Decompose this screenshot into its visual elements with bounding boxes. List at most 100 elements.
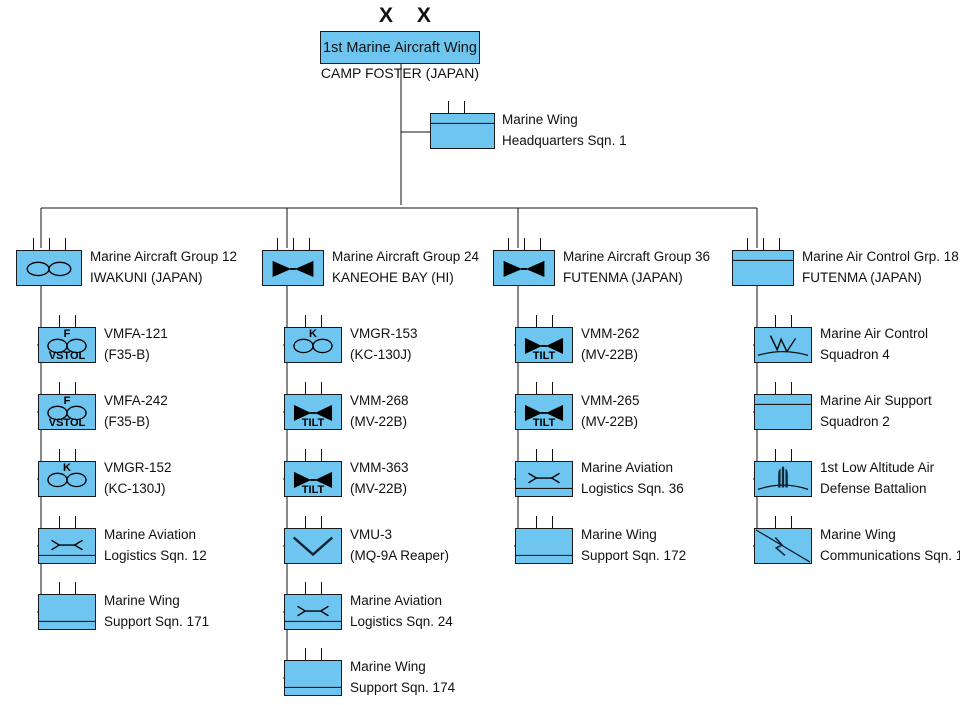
unit-label: VMM-262(MV-22B)	[581, 323, 640, 365]
unit-label-line1: VMM-363	[350, 460, 409, 475]
group-label-line2: KANEOHE BAY (HI)	[332, 270, 454, 285]
unit-label-line1: Marine Aviation	[104, 527, 197, 542]
rotary-tilt-icon	[293, 471, 333, 488]
group-symbol-macg18	[732, 250, 794, 286]
echelon-ticks	[754, 449, 812, 461]
aviation-logistics-icon	[516, 472, 572, 490]
unit-label-line1: Marine Wing	[820, 527, 896, 542]
group-label-line2: FUTENMA (JAPAN)	[563, 270, 683, 285]
group-label-line2: IWAKUNI (JAPAN)	[90, 270, 203, 285]
echelon-ticks	[38, 582, 96, 594]
echelon-ticks	[284, 516, 342, 528]
symbol-bottom-text: TILT	[301, 417, 325, 429]
echelon-ticks	[284, 648, 342, 660]
echelon-ticks	[38, 516, 96, 528]
unit-label: VMU-3(MQ-9A Reaper)	[350, 524, 449, 566]
unit-label: VMM-268(MV-22B)	[350, 390, 409, 432]
root-title: 1st Marine Aircraft Wing	[323, 39, 477, 56]
unit-label: VMGR-153(KC-130J)	[350, 323, 418, 365]
unit-label-line2: Logistics Sqn. 36	[581, 481, 684, 496]
group-label-line1: Marine Aircraft Group 12	[90, 249, 238, 264]
echelon-ticks	[38, 449, 96, 461]
wing-support-icon	[516, 554, 572, 557]
unit-label-line1: Marine Wing	[350, 659, 426, 674]
echelon-ticks	[284, 449, 342, 461]
unit-label-line1: VMFA-242	[104, 393, 168, 408]
unit-label-line2: (MV-22B)	[581, 347, 639, 362]
root-symbol-box: 1st Marine Aircraft Wing	[320, 31, 480, 64]
echelon-ticks	[493, 238, 555, 250]
unit-symbol	[38, 528, 96, 564]
fixed-wing-icon	[47, 472, 87, 488]
hq-label-line1: Marine Wing	[502, 112, 578, 127]
unit-label-line2: Logistics Sqn. 24	[350, 614, 453, 629]
communications-bolt-icon	[755, 529, 811, 563]
unit-symbol: TILT	[284, 394, 342, 430]
symbol-bottom-text: TILT	[301, 484, 325, 496]
rotary-tilt-icon	[272, 260, 314, 277]
air-control-radar-icon	[757, 335, 809, 356]
echelon-ticks	[38, 382, 96, 394]
unit-symbol: F VSTOL	[38, 327, 96, 363]
unit-symbol	[754, 394, 812, 430]
echelon-ticks	[284, 582, 342, 594]
echelon-mark: X X	[379, 4, 440, 27]
group-label-mag24: Marine Aircraft Group 24 KANEOHE BAY (HI)	[332, 246, 479, 288]
unit-label-line1: VMU-3	[350, 527, 393, 542]
unit-label-line2: (KC-130J)	[104, 481, 166, 496]
unit-label-line1: 1st Low Altitude Air	[820, 460, 935, 475]
unit-label-line2: (F35-B)	[104, 414, 150, 429]
group-symbol-mag12	[16, 250, 82, 286]
air-defense-missile-icon	[757, 466, 809, 490]
echelon-ticks	[284, 382, 342, 394]
group-label-mag12: Marine Aircraft Group 12 IWAKUNI (JAPAN)	[90, 246, 237, 288]
unit-label-line2: (MV-22B)	[350, 481, 408, 496]
unit-label-line2: Squadron 2	[820, 414, 890, 429]
rotary-tilt-icon	[524, 404, 564, 421]
unit-label-line1: Marine Aviation	[350, 593, 443, 608]
unit-label: VMFA-242 (F35-B)	[104, 390, 168, 432]
headquarters-bar-icon	[733, 259, 793, 262]
symbol-bottom-text: TILT	[532, 417, 556, 429]
unit-label-line1: VMM-268	[350, 393, 409, 408]
wing-support-icon	[285, 686, 341, 689]
unit-label-line2: Defense Battalion	[820, 481, 927, 496]
unit-label-line1: Marine Wing	[581, 527, 657, 542]
symbol-bottom-text: VSTOL	[48, 350, 86, 362]
symbol-top-letter: K	[63, 462, 71, 474]
unit-label-line2: Logistics Sqn. 12	[104, 548, 207, 563]
symbol-top-letter: F	[63, 328, 71, 340]
unit-label: VMM-265(MV-22B)	[581, 390, 640, 432]
aviation-logistics-icon	[285, 605, 341, 623]
unit-label-line1: VMGR-153	[350, 326, 418, 341]
unit-label-line2: (F35-B)	[104, 347, 150, 362]
headquarters-bar-icon	[755, 403, 811, 406]
unit-symbol	[754, 327, 812, 363]
unit-label: VMFA-121(F35-B)	[104, 323, 168, 365]
group-label-line1: Marine Aircraft Group 24	[332, 249, 480, 264]
unit-label-line2: Support Sqn. 172	[581, 548, 687, 563]
unit-symbol	[515, 461, 573, 497]
unit-label-line2: Communications Sqn. 18	[820, 548, 960, 563]
wing-support-icon	[39, 620, 95, 623]
echelon-ticks	[262, 238, 324, 250]
root-location: CAMP FOSTER (JAPAN)	[320, 65, 480, 81]
unit-symbol: TILT	[515, 327, 573, 363]
fixed-wing-icon	[293, 338, 333, 354]
hq-label: Marine Wing Headquarters Sqn. 1	[502, 109, 627, 151]
group-label-line1: Marine Air Control Grp. 18	[802, 249, 959, 264]
unit-symbol	[284, 660, 342, 696]
unit-label-line1: VMM-265	[581, 393, 640, 408]
echelon-ticks	[38, 315, 96, 327]
rotary-tilt-icon	[503, 260, 545, 277]
unit-label-line1: VMGR-152	[104, 460, 172, 475]
fixed-wing-icon	[26, 261, 72, 277]
